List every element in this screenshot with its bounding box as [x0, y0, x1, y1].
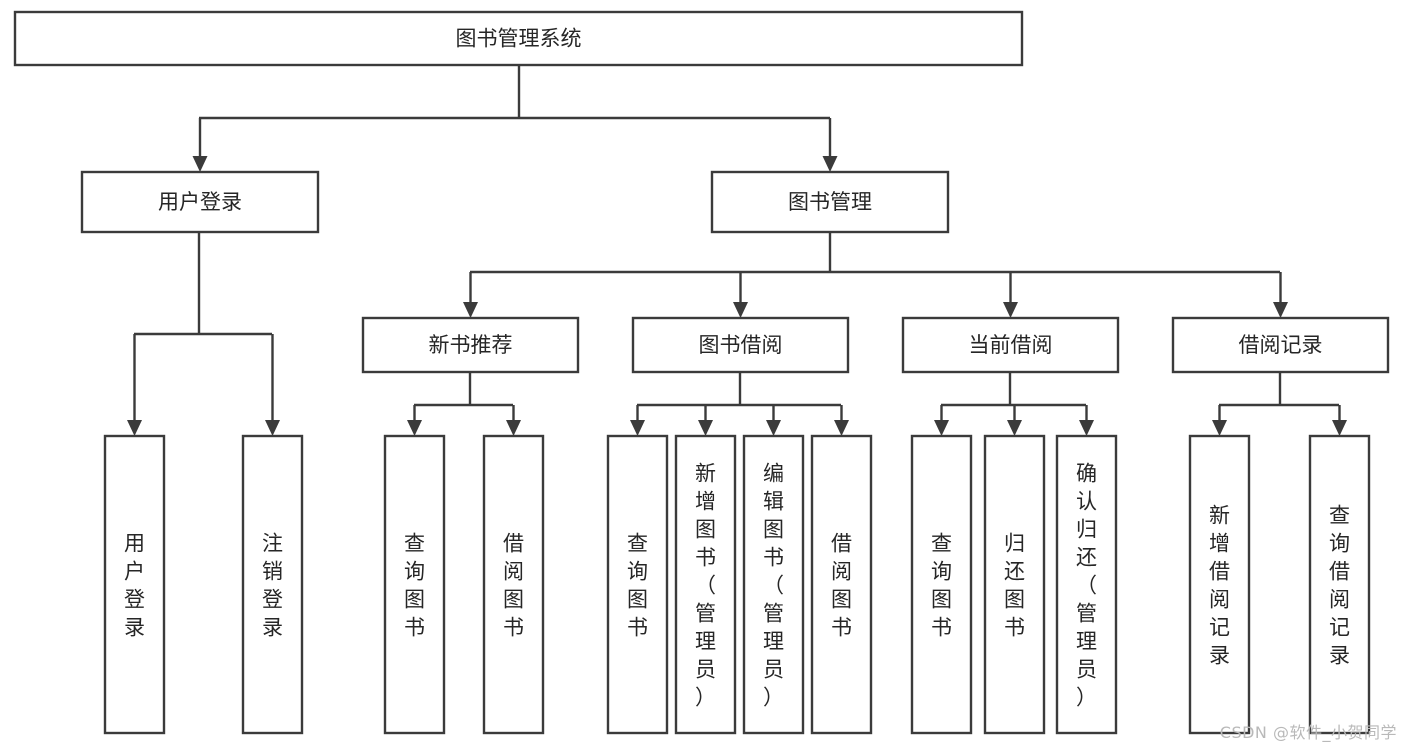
- edge-arrowhead-icon: [506, 420, 521, 436]
- leaf-leaf-query-book-2-label: 查询图书: [627, 531, 648, 639]
- leaf-leaf-query-book-3-label: 查询图书: [931, 531, 952, 639]
- node-book-manage-label: 图书管理: [788, 190, 872, 214]
- edge-arrowhead-icon: [265, 420, 280, 436]
- edge-arrowhead-icon: [733, 302, 748, 318]
- leaf-leaf-query-book-3[interactable]: 查询图书: [910, 434, 973, 735]
- connector-borrow-record-to-leaves: [1218, 372, 1341, 420]
- edges-layer: [127, 65, 1347, 436]
- leaf-leaf-edit-book-label: 编辑图书（管理员）: [763, 461, 784, 709]
- connector-current-borrow-to-leaves: [940, 372, 1088, 420]
- connector-root-to-level2: [198, 65, 832, 156]
- root-node-book-management-system[interactable]: 图书管理系统: [13, 10, 1024, 67]
- edge-arrowhead-icon: [698, 420, 713, 436]
- leaf-leaf-query-record-box: [1308, 434, 1371, 735]
- leaf-leaf-query-book-1-box: [383, 434, 446, 735]
- edge-arrowhead-icon: [1007, 420, 1022, 436]
- leaf-leaf-user-login-box: [103, 434, 166, 735]
- root-node-book-management-system-box: [13, 10, 1024, 67]
- leaf-leaf-add-book-label: 新增图书（管理员）: [695, 461, 716, 709]
- edge-arrowhead-icon: [1003, 302, 1018, 318]
- edge-arrowhead-icon: [1273, 302, 1288, 318]
- leaf-leaf-borrow-book-1-box: [482, 434, 545, 735]
- node-user-login-box: [80, 170, 320, 234]
- node-current-borrow-label: 当前借阅: [969, 333, 1053, 357]
- leaf-leaf-return-book[interactable]: 归还图书: [983, 434, 1046, 735]
- leaf-leaf-borrow-book-1-label: 借阅图书: [503, 531, 524, 639]
- node-new-book-recommend-label: 新书推荐: [429, 333, 513, 357]
- leaf-leaf-add-record-label: 新增借阅记录: [1209, 503, 1230, 667]
- nodes-layer: 图书管理系统用户登录图书管理新书推荐图书借阅当前借阅借阅记录用户登录注销登录查询…: [13, 10, 1390, 735]
- leaf-leaf-add-record[interactable]: 新增借阅记录: [1188, 434, 1251, 735]
- node-user-login[interactable]: 用户登录: [80, 170, 320, 234]
- leaf-leaf-user-login-label: 用户登录: [124, 531, 145, 639]
- leaf-leaf-query-record[interactable]: 查询借阅记录: [1308, 434, 1371, 735]
- edge-arrowhead-icon: [127, 420, 142, 436]
- edge-arrowhead-icon: [1079, 420, 1094, 436]
- node-borrow-record-label: 借阅记录: [1239, 333, 1323, 357]
- edge-arrowhead-icon: [407, 420, 422, 436]
- connector-user-login-to-leaves: [133, 232, 274, 420]
- edge-arrowhead-icon: [766, 420, 781, 436]
- node-new-book-recommend-box: [361, 316, 580, 374]
- connector-new-book-to-leaves: [413, 372, 515, 420]
- node-new-book-recommend[interactable]: 新书推荐: [361, 316, 580, 374]
- node-borrow-record-box: [1171, 316, 1390, 374]
- edge-arrowhead-icon: [834, 420, 849, 436]
- leaf-leaf-user-login[interactable]: 用户登录: [103, 434, 166, 735]
- leaf-leaf-confirm-return-box: [1055, 434, 1118, 735]
- leaf-leaf-confirm-return-label: 确认归还（管理员）: [1076, 461, 1097, 709]
- leaf-leaf-return-book-label: 归还图书: [1004, 531, 1025, 639]
- node-book-borrow[interactable]: 图书借阅: [631, 316, 850, 374]
- leaf-leaf-query-book-2[interactable]: 查询图书: [606, 434, 669, 735]
- connector-book-manage-to-level3: [469, 232, 1282, 302]
- edge-arrowhead-icon: [934, 420, 949, 436]
- leaf-leaf-borrow-book-2-label: 借阅图书: [831, 531, 852, 639]
- node-current-borrow-box: [901, 316, 1120, 374]
- node-current-borrow[interactable]: 当前借阅: [901, 316, 1120, 374]
- leaf-leaf-query-record-label: 查询借阅记录: [1329, 503, 1350, 667]
- root-node-book-management-system-label: 图书管理系统: [456, 27, 582, 51]
- leaf-leaf-query-book-1[interactable]: 查询图书: [383, 434, 446, 735]
- edge-arrowhead-icon: [1332, 420, 1347, 436]
- leaf-leaf-edit-book[interactable]: 编辑图书（管理员）: [742, 434, 805, 735]
- edge-arrowhead-icon: [822, 156, 838, 172]
- connector-book-borrow-to-leaves: [636, 372, 843, 420]
- edge-arrowhead-icon: [630, 420, 645, 436]
- node-book-borrow-label: 图书借阅: [699, 333, 783, 357]
- leaf-leaf-borrow-book-1[interactable]: 借阅图书: [482, 434, 545, 735]
- node-borrow-record[interactable]: 借阅记录: [1171, 316, 1390, 374]
- node-book-manage[interactable]: 图书管理: [710, 170, 950, 234]
- csdn-watermark: CSDN @软件_小贺同学: [1219, 723, 1397, 742]
- leaf-leaf-borrow-book-2-box: [810, 434, 873, 735]
- leaf-leaf-add-book[interactable]: 新增图书（管理员）: [674, 434, 737, 735]
- edge-arrowhead-icon: [463, 302, 478, 318]
- leaf-leaf-add-record-box: [1188, 434, 1251, 735]
- leaf-leaf-logout[interactable]: 注销登录: [241, 434, 304, 735]
- leaf-leaf-add-book-box: [674, 434, 737, 735]
- node-user-login-label: 用户登录: [158, 190, 242, 214]
- leaf-leaf-return-book-box: [983, 434, 1046, 735]
- leaf-leaf-confirm-return[interactable]: 确认归还（管理员）: [1055, 434, 1118, 735]
- edge-arrowhead-icon: [192, 156, 208, 172]
- edge-arrowhead-icon: [1212, 420, 1227, 436]
- node-book-manage-box: [710, 170, 950, 234]
- leaf-leaf-query-book-2-box: [606, 434, 669, 735]
- leaf-leaf-borrow-book-2[interactable]: 借阅图书: [810, 434, 873, 735]
- leaf-leaf-query-book-1-label: 查询图书: [404, 531, 425, 639]
- leaf-leaf-logout-box: [241, 434, 304, 735]
- leaf-leaf-edit-book-box: [742, 434, 805, 735]
- leaf-leaf-query-book-3-box: [910, 434, 973, 735]
- node-book-borrow-box: [631, 316, 850, 374]
- leaf-leaf-logout-label: 注销登录: [262, 531, 283, 639]
